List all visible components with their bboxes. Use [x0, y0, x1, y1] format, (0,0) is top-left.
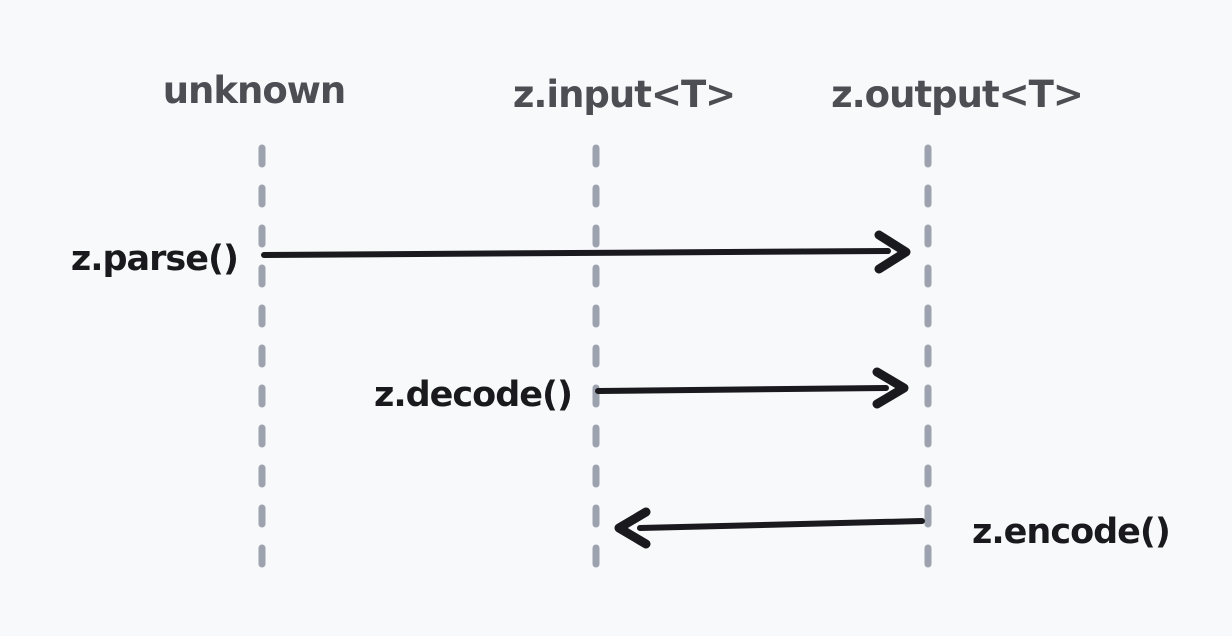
parse-arrow-line [261, 248, 891, 258]
parse-arrowhead [874, 230, 911, 274]
message-parse: z.parse() [71, 230, 911, 279]
lifeline-label-output: z.output<T> [831, 73, 1083, 116]
lifeline-label-input: z.input<T> [513, 73, 735, 116]
parse-label: z.parse() [71, 239, 238, 279]
message-decode: z.decode() [374, 367, 909, 415]
decode-label: z.decode() [374, 375, 572, 415]
decode-arrowhead [872, 367, 909, 409]
message-encode: z.encode() [614, 507, 1171, 552]
encode-label: z.encode() [972, 512, 1170, 552]
encode-arrow-line [637, 518, 925, 531]
lifeline-label-unknown: unknown [163, 69, 346, 112]
decode-arrow-line [595, 385, 889, 394]
encode-arrowhead [614, 507, 651, 549]
